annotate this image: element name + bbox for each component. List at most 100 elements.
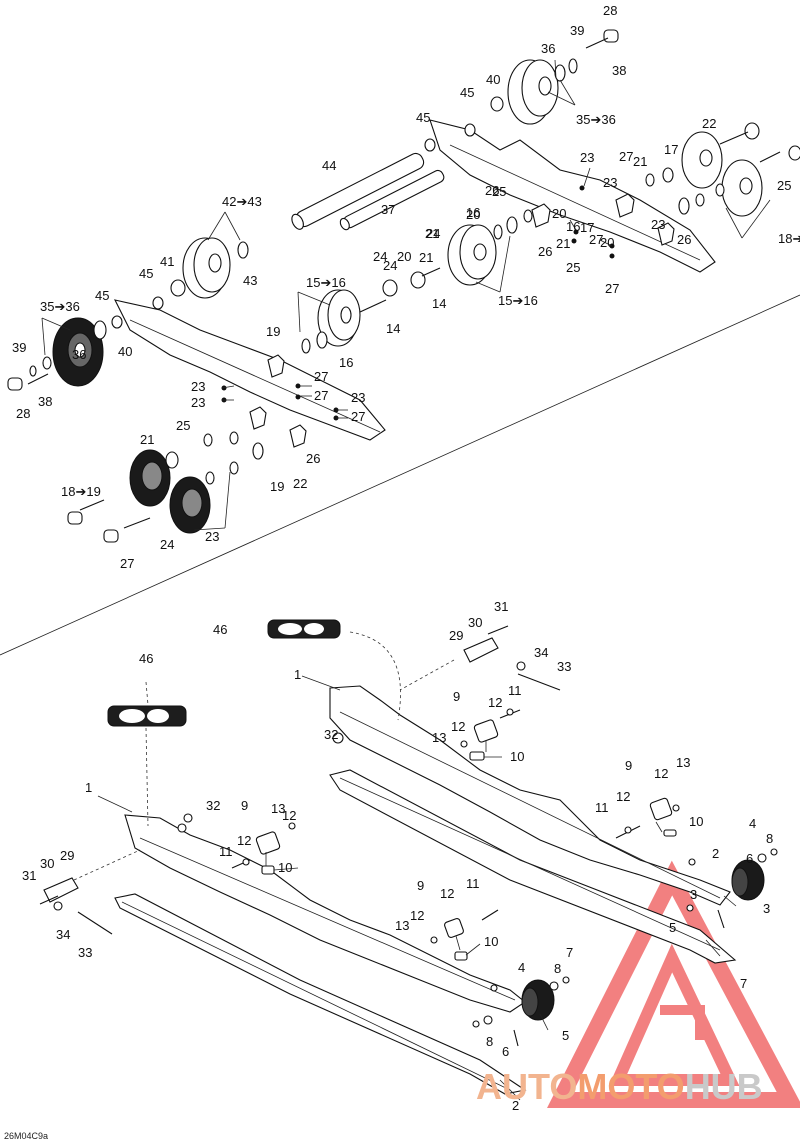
callout-label: 23 (351, 390, 365, 405)
callout-label: 31 (22, 868, 36, 883)
callout-label: 24 (426, 226, 440, 241)
watermark-wordmark: AUTOMOTOHUB (476, 1066, 763, 1108)
callout-label: 33 (557, 659, 571, 674)
callout-label: 21 (419, 250, 433, 265)
callout-label: 6 (746, 851, 753, 866)
callout-label: 18➔19 (61, 484, 101, 499)
callout-label: 9 (453, 689, 460, 704)
callout-label: 38 (612, 63, 626, 78)
callout-label: 27 (314, 369, 328, 384)
callout-label: 26 (306, 451, 320, 466)
callout-label: 25 (777, 178, 791, 193)
callout-label: 8 (554, 961, 561, 976)
callout-label: 11 (595, 800, 609, 815)
callout-label: 32 (324, 727, 338, 742)
callout-label: 35➔36 (576, 112, 616, 127)
callout-label: 25 (566, 260, 580, 275)
callout-label: 9 (625, 758, 632, 773)
callout-label: 21 (556, 236, 570, 251)
callout-label: 41 (160, 254, 174, 269)
callout-label: 5 (562, 1028, 569, 1043)
callout-label: 27 (589, 232, 603, 247)
callout-label: 8 (486, 1034, 493, 1049)
callout-label: 26 (485, 183, 499, 198)
callout-label: 11 (508, 683, 522, 698)
callout-label: 9 (417, 878, 424, 893)
callout-label: 44 (322, 158, 336, 173)
callout-label: 19 (270, 479, 284, 494)
callout-label: 45 (460, 85, 474, 100)
callout-label: 25 (176, 418, 190, 433)
callout-label: 23 (205, 529, 219, 544)
callout-label: 15➔16 (498, 293, 538, 308)
callout-label: 10 (510, 749, 524, 764)
callout-label: 21 (633, 154, 647, 169)
callout-label: 23 (603, 175, 617, 190)
callout-label: 27 (314, 388, 328, 403)
callout-label: 20 (466, 207, 480, 222)
callout-label: 1 (294, 667, 301, 682)
callout-label: 40 (486, 72, 500, 87)
callout-label: 16 (339, 355, 353, 370)
callout-label: 43 (243, 273, 257, 288)
callout-label: 34 (534, 645, 548, 660)
callout-label: 30 (468, 615, 482, 630)
callout-label: 37 (381, 202, 395, 217)
callout-label: 6 (502, 1044, 509, 1059)
callout-label: 11 (466, 876, 480, 891)
callout-label: 11 (219, 844, 233, 859)
callout-label: 19 (266, 324, 280, 339)
wheels-18-19-right (681, 131, 763, 217)
callout-label: 39 (12, 340, 26, 355)
callout-label: 25 (492, 184, 506, 199)
callout-label: 34 (56, 927, 70, 942)
wheel-15-16-mid (447, 224, 497, 286)
callout-label: 24 (373, 249, 387, 264)
watermark-part1: AUTO (476, 1066, 578, 1107)
callout-label: 13 (271, 801, 285, 816)
callout-label: 14 (386, 321, 400, 336)
callout-label: 23 (651, 217, 665, 232)
callout-label: 35➔36 (40, 299, 80, 314)
callout-label: 30 (40, 856, 54, 871)
callout-label: 8 (766, 831, 773, 846)
callout-label: 15➔16 (306, 275, 346, 290)
callout-label: 21 (140, 432, 154, 447)
callout-label: 29 (60, 848, 74, 863)
callout-label: 14 (432, 296, 446, 311)
callout-label: 33 (78, 945, 92, 960)
callout-label: 36 (541, 41, 555, 56)
drawing-code-label: 26M04C9a (4, 1131, 49, 1141)
callout-label: 12 (282, 808, 296, 823)
callout-label: 12 (488, 695, 502, 710)
wheel-35-36-left (52, 317, 104, 387)
watermark-part3: HUB (684, 1066, 763, 1107)
callout-label: 17 (664, 142, 678, 157)
callout-label: 40 (118, 344, 132, 359)
callout-label: 3 (690, 887, 697, 902)
callout-label: 22 (293, 476, 307, 491)
callout-label: 12 (654, 766, 668, 781)
callout-label: 29 (449, 628, 463, 643)
callout-label: 5 (669, 920, 676, 935)
callout-label: 12 (237, 833, 251, 848)
callout-label: 28 (16, 406, 30, 421)
decal-46-rear (267, 619, 341, 639)
callout-label: 1 (85, 780, 92, 795)
callout-label: 7 (566, 945, 573, 960)
callout-label: 26 (538, 244, 552, 259)
callout-label: 20 (552, 206, 566, 221)
callout-label: 13 (676, 755, 690, 770)
callout-label: 46 (139, 651, 153, 666)
callout-label: 23 (191, 395, 205, 410)
callout-label: 7 (740, 976, 747, 991)
stopper-rear (731, 859, 765, 901)
section-divider-line (0, 294, 800, 656)
wheel-top-right (507, 59, 559, 125)
callout-label: 32 (206, 798, 220, 813)
wheels-18-19-left (129, 449, 211, 534)
callout-label: 24 (160, 537, 174, 552)
stopper-front (521, 979, 555, 1021)
